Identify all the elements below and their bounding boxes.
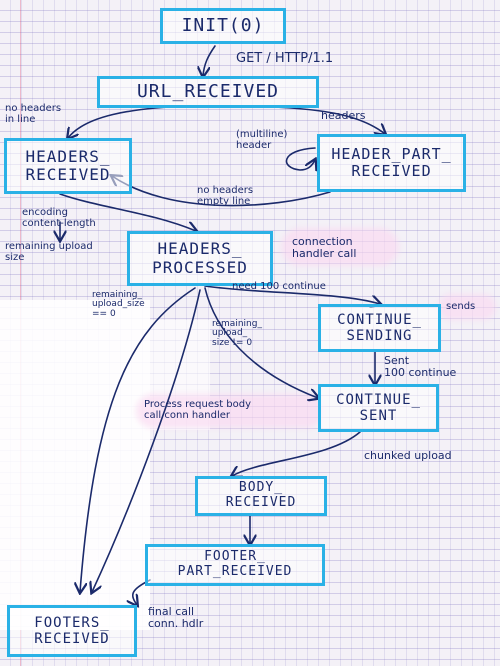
arrow-processed-footers-left — [80, 287, 196, 592]
label-connection-handler-call: connection handler call — [292, 235, 357, 260]
arrow-headers-processed — [59, 193, 196, 231]
label-remaining-upload-size: remaining upload size — [5, 241, 93, 263]
label-need-100-continue: need 100 continue — [232, 281, 326, 292]
arrow-processed-continue-sent — [204, 287, 318, 398]
label-encoding-content-length: encoding content-length — [22, 207, 96, 229]
arrow-sent-body — [232, 431, 361, 476]
label-final-call-conn-hdlr: final call conn. hdlr — [148, 605, 204, 630]
highlight-sends — [442, 298, 492, 316]
arrow-headerpart-loop — [285, 147, 315, 170]
state-url-received: URL_RECEIVED — [97, 76, 319, 108]
state-header-part-received: HEADER_PART_ RECEIVED — [317, 134, 466, 192]
highlight-connection-handler — [285, 232, 395, 262]
label-headers: headers — [321, 109, 366, 122]
label-process-request-body: Process request body call conn handler — [144, 399, 252, 421]
arrow-headerpart-headers — [112, 176, 331, 207]
arrow-init-url — [203, 45, 216, 76]
state-continue-sending: CONTINUE_ SENDING — [318, 304, 441, 352]
state-headers-received: HEADERS_ RECEIVED — [4, 138, 132, 194]
arrow-processed-footers-right — [92, 289, 201, 592]
highlight-process-request — [140, 398, 320, 424]
state-continue-sent: CONTINUE_ SENT — [318, 384, 439, 432]
arrow-processed-continue-sending — [204, 285, 380, 304]
label-sent-100-continue: Sent 100 continue — [384, 354, 457, 379]
label-get-http: GET / HTTP/1.1 — [236, 51, 334, 66]
state-body-received: BODY_ RECEIVED — [195, 476, 327, 516]
state-headers-processed: HEADERS_ PROCESSED — [127, 231, 273, 286]
label-sends: sends — [446, 301, 476, 312]
label-no-headers-empty-line: no headers empty line — [197, 185, 254, 207]
paper-glare — [0, 300, 150, 630]
label-remaining-upload-size-nonzero: remaining_ upload_ size != 0 — [212, 319, 262, 348]
label-remaining-upload-size-zero: remaining_ upload_size == 0 — [92, 290, 145, 319]
arrow-url-headers — [68, 105, 191, 138]
label-no-headers-in-line: no headers in line — [5, 103, 62, 125]
label-chunked-upload: chunked upload — [364, 449, 452, 462]
state-footer-part-received: FOOTER_ PART_RECEIVED — [145, 544, 325, 586]
label-multiline-header: (multiline) header — [236, 129, 288, 151]
state-footers-received: FOOTERS_ RECEIVED — [7, 605, 137, 657]
state-init: INIT(0) — [160, 8, 286, 44]
